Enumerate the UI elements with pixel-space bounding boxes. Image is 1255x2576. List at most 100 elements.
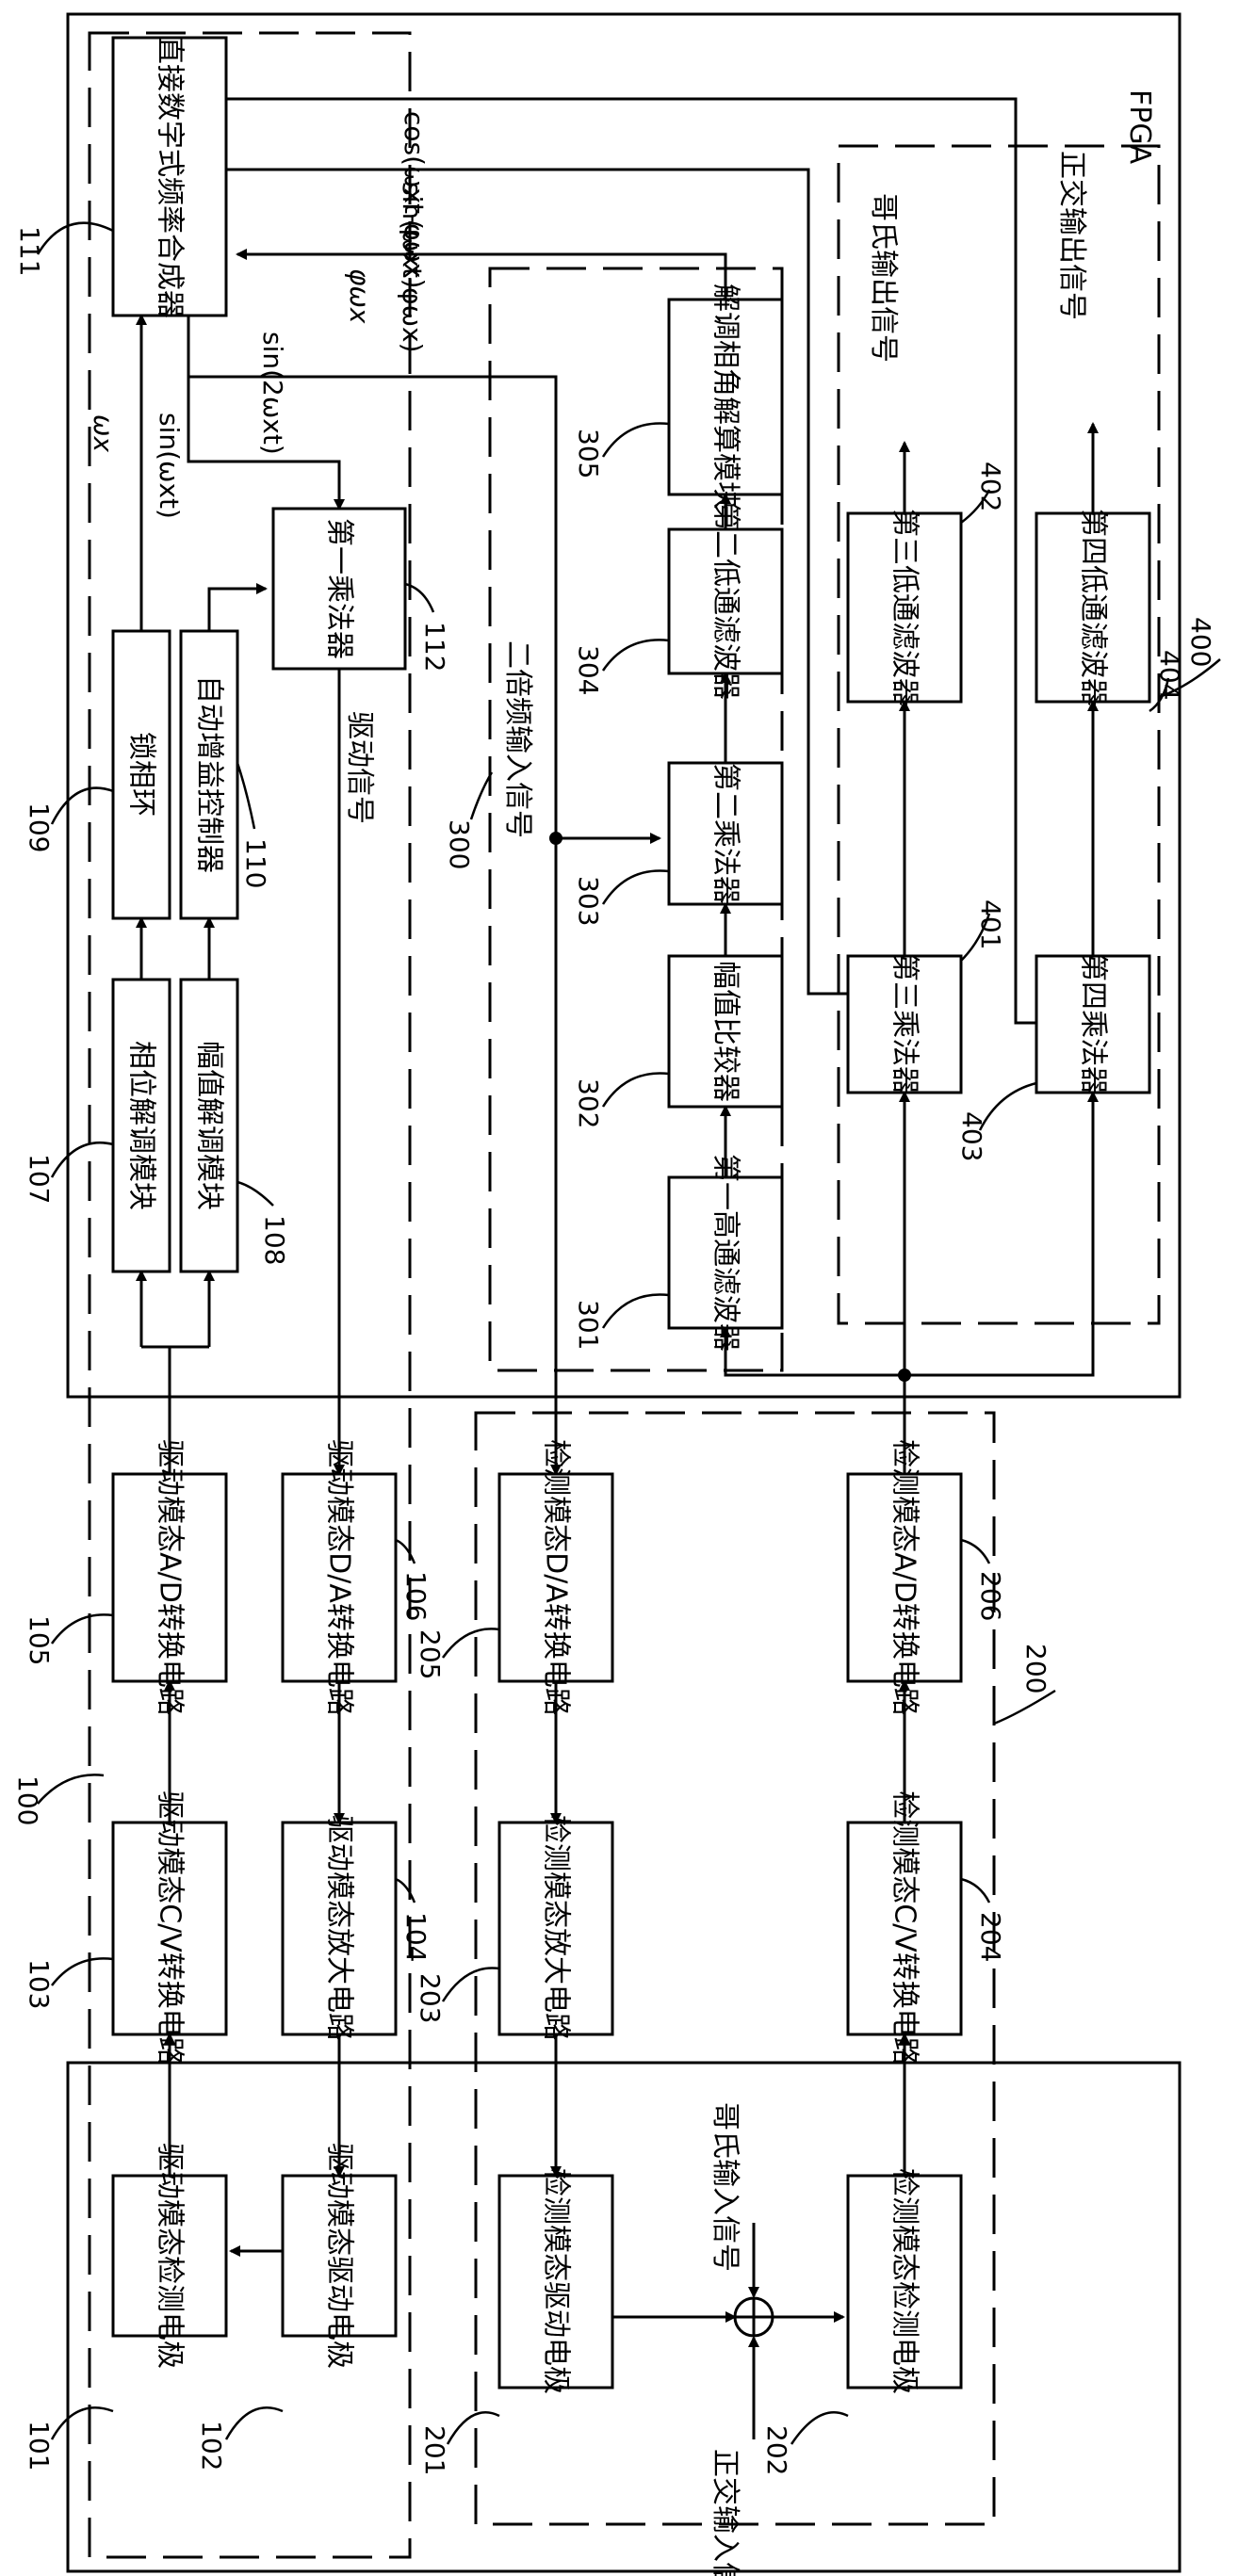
wire-110-112: [207, 583, 268, 631]
output-dashed-frame: [837, 144, 1161, 1325]
ref-203: 203: [415, 1967, 500, 2023]
block-402-label: 第三低通滤波器: [888, 509, 921, 706]
block-403-label: 第四乘法器: [1077, 953, 1110, 1094]
ref-101: 101: [24, 2406, 114, 2471]
signal-double: 二倍频输入信号: [501, 640, 534, 838]
block-103-label: 驱动模态C/V转换电路: [154, 1790, 187, 2066]
ref-205-text: 205: [415, 1629, 446, 1679]
block-201: 检测模态驱动电极: [497, 2168, 614, 2394]
ref-203-text: 203: [415, 1973, 446, 2023]
block-111-label: 直接数字式频率合成器: [154, 36, 187, 318]
ref-105: 105: [24, 1613, 114, 1665]
block-107-label: 相位解调模块: [125, 1041, 158, 1210]
block-301: 第一高通滤波器: [667, 1154, 784, 1352]
ref-103: 103: [24, 1957, 114, 2009]
signal-coriolis-out: 哥氏输出信号: [867, 193, 900, 363]
block-202-label: 检测模态检测电极: [888, 2168, 921, 2394]
block-205-label: 检测模态D/A转换电路: [540, 1439, 573, 1716]
junction-dot-2x: [549, 832, 562, 845]
block-404: 第四低通滤波器: [1035, 509, 1151, 706]
ref-404-text: 404: [1154, 650, 1185, 700]
sensor-frame: [66, 2061, 1182, 2573]
ref-100-text: 100: [12, 1775, 43, 1825]
demod-angle-dashed-frame: [488, 267, 784, 1372]
ref-112: 112: [404, 582, 450, 672]
block-109: 锁相环: [111, 629, 171, 920]
block-105-label: 驱动模态A/D转换电路: [154, 1439, 187, 1716]
block-401: 第三乘法器: [846, 953, 963, 1094]
ref-402-text: 402: [975, 462, 1006, 511]
ref-108-text: 108: [259, 1215, 290, 1265]
block-203-label: 检测模态放大电路: [540, 1815, 573, 2041]
ref-401-text: 401: [975, 899, 1006, 949]
wire-dds-sin: [226, 168, 867, 999]
ref-104-text: 104: [400, 1912, 432, 1962]
ref-300: 300: [444, 771, 494, 869]
ref-402: 402: [960, 462, 1006, 524]
ref-301-text: 301: [573, 1300, 604, 1350]
block-303-label: 第二乘法器: [709, 763, 742, 904]
block-108-label: 幅值解调模块: [193, 1041, 226, 1210]
fpga-label: FPGA: [1123, 89, 1156, 165]
block-110: 自动增益控制器: [179, 629, 239, 920]
ref-104: 104: [395, 1877, 432, 1962]
block-206-label: 检测模态A/D转换电路: [888, 1439, 921, 1716]
ref-106: 106: [395, 1538, 432, 1621]
ref-302: 302: [573, 1072, 670, 1128]
ref-201: 201: [419, 2411, 500, 2475]
ref-204-text: 204: [975, 1912, 1006, 1962]
ref-202: 202: [761, 2411, 849, 2475]
signal-drive: 驱动信号: [343, 711, 376, 824]
ref-305-text: 305: [573, 429, 604, 478]
ref-107: 107: [24, 1141, 114, 1204]
block-205: 检测模态D/A转换电路: [497, 1439, 614, 1716]
ref-102-text: 102: [196, 2421, 227, 2471]
block-112: 第一乘法器: [271, 507, 407, 671]
ref-201-text: 201: [419, 2425, 450, 2475]
block-206: 检测模态A/D转换电路: [846, 1439, 963, 1716]
block-101: 驱动模态检测电极: [111, 2143, 228, 2369]
ref-111-text: 111: [14, 226, 45, 276]
block-304-label: 第二低通滤波器: [709, 502, 742, 700]
ref-105-text: 105: [24, 1615, 55, 1665]
ref-400: 400: [1158, 617, 1221, 699]
block-107: 相位解调模块: [111, 978, 171, 1273]
ref-403-text: 403: [956, 1111, 987, 1161]
block-305: 解调相角解算模块: [667, 284, 784, 510]
wire-305-dds: [236, 249, 727, 300]
ref-304: 304: [573, 639, 670, 695]
block-305-label: 解调相角解算模块: [709, 284, 742, 510]
block-106: 驱动模态D/A转换电路: [281, 1439, 398, 1716]
signal-sinw: sin(ωxt): [154, 413, 185, 519]
fpga-frame: [66, 12, 1182, 1399]
ref-200: 200: [993, 1644, 1056, 1725]
ref-101-text: 101: [24, 2421, 55, 2471]
ref-206-text: 206: [975, 1571, 1006, 1621]
block-404-label: 第四低通滤波器: [1077, 509, 1110, 706]
block-401-label: 第三乘法器: [888, 953, 921, 1094]
block-102-label: 驱动模态驱动电极: [323, 2143, 356, 2369]
ref-401: 401: [960, 899, 1006, 962]
block-105: 驱动模态A/D转换电路: [111, 1439, 228, 1716]
ref-303: 303: [573, 869, 670, 926]
ref-103-text: 103: [24, 1959, 55, 2009]
ref-205: 205: [415, 1628, 500, 1679]
wire-111-112: [187, 316, 345, 510]
block-108: 幅值解调模块: [179, 978, 239, 1273]
ref-304-text: 304: [573, 645, 604, 695]
ref-109-text: 109: [24, 802, 55, 852]
signal-phi: φωx: [344, 268, 375, 324]
block-102: 驱动模态驱动电极: [281, 2143, 398, 2369]
ref-109: 109: [24, 786, 114, 852]
block-106-label: 驱动模态D/A转换电路: [323, 1439, 356, 1716]
block-203: 检测模态放大电路: [497, 1815, 614, 2041]
ref-303-text: 303: [573, 876, 604, 926]
block-112-label: 第一乘法器: [323, 518, 356, 659]
block-202: 检测模态检测电极: [846, 2168, 963, 2394]
wire-bus-301: [720, 1326, 905, 1377]
block-301-label: 第一高通滤波器: [709, 1154, 742, 1352]
signal-quad-in: 正交输入信号: [709, 2449, 742, 2576]
ref-204: 204: [960, 1877, 1006, 1962]
ref-102: 102: [196, 2406, 284, 2471]
